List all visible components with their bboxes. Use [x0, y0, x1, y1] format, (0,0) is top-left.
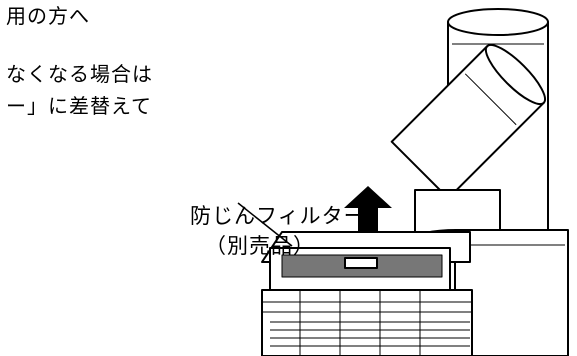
callout-leader-line: [237, 202, 293, 247]
instruction-heading: 用の方へ: [6, 4, 90, 28]
angled-duct: [390, 44, 546, 200]
callout-label: 防じんフィルター: [190, 204, 366, 228]
callout-sub-label: （別売品）: [205, 234, 315, 258]
up-arrow-icon: [344, 186, 392, 232]
front-louver: [261, 289, 473, 356]
instruction-text-line-2: ー」に差替えて: [6, 94, 152, 118]
instruction-text-line-1: なくなる場合は: [6, 62, 153, 86]
